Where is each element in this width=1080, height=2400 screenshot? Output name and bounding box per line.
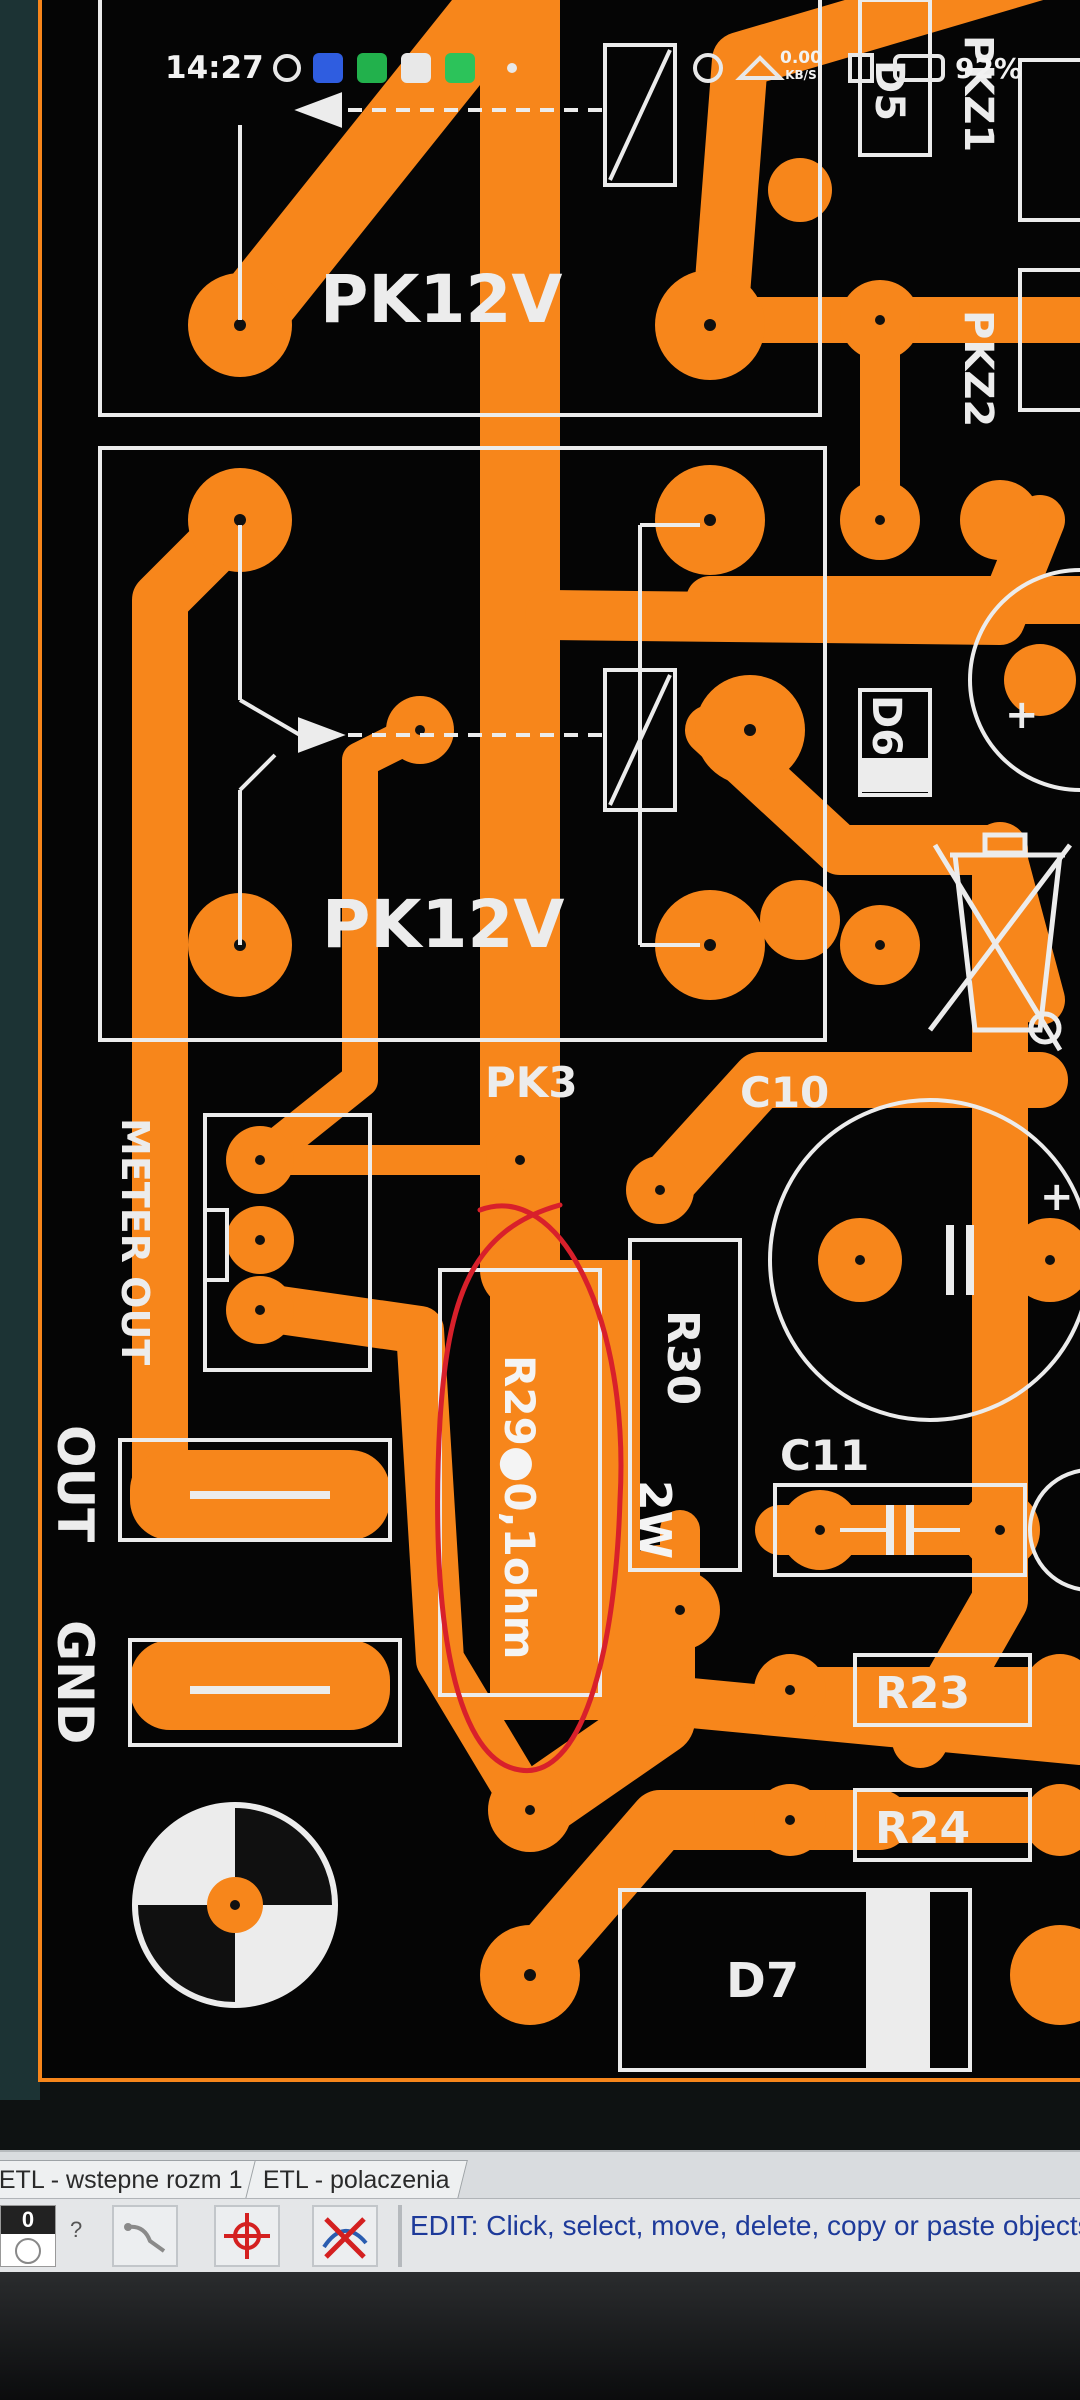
copper-pour-r29	[490, 1260, 640, 1720]
wire-tool-button[interactable]	[112, 2205, 178, 2267]
r29-label: R29●0,1ohm	[495, 1355, 544, 1659]
c11-label: C11	[780, 1431, 869, 1480]
d7-outline	[618, 1888, 972, 2072]
fiducial-mark	[132, 1802, 338, 2008]
d6-label: D6	[863, 695, 909, 756]
mute-icon	[735, 55, 785, 80]
bottom-toolbar: 0 ?	[0, 2198, 1080, 2273]
delete-connection-button[interactable]	[312, 2205, 378, 2267]
network-speed: 0.00 KB/S	[780, 50, 822, 84]
silkscreen	[98, 0, 1080, 2072]
edit-mode-hint: EDIT: Click, select, move, delete, copy …	[410, 2210, 1080, 2241]
weee-bin-logo	[928, 832, 1072, 1052]
trace-horizontal-mid	[525, 495, 1065, 645]
c10-label: C10	[740, 1068, 829, 1117]
r23-label: R23	[875, 1668, 970, 1719]
sheet-tab-bar: ETL - wstepne rozm 1 ETL - polaczenia	[0, 2150, 1080, 2200]
monitor-bottom-bezel	[0, 2272, 1080, 2400]
trace-meter-to-r29	[256, 1286, 554, 1834]
pad-gnd-connector	[130, 1640, 390, 1730]
notification-dot-icon	[507, 63, 517, 73]
layer-number: 0	[1, 2206, 55, 2234]
toolbar-divider	[398, 2205, 402, 2267]
r30-label: R30	[657, 1310, 708, 1405]
pad	[1008, 1218, 1080, 1302]
tab-label: ETL - polaczenia	[262, 2166, 450, 2194]
pad	[1010, 1925, 1080, 2025]
help-icon[interactable]: ?	[70, 2217, 83, 2242]
c10-outline	[768, 1098, 1080, 1422]
gnd-label: GND	[46, 1620, 104, 1744]
battery-icon	[893, 54, 945, 82]
crosshair-tool-icon	[224, 2213, 270, 2259]
plus-sign: +	[1005, 692, 1039, 738]
tab-etl-wstepne-rozm[interactable]: ETL - wstepne rozm 1	[0, 2160, 261, 2199]
alarm-icon	[693, 53, 723, 83]
relay-outline-bottom	[98, 446, 827, 1042]
wire-tool-icon	[124, 2223, 166, 2253]
relay-bottom-label: PK12V	[322, 886, 564, 963]
r23-outline	[853, 1653, 1032, 1727]
plus-sign: +	[1040, 1174, 1074, 1220]
layer-indicator[interactable]: 0	[0, 2205, 56, 2267]
trace-c10	[632, 1052, 1068, 1218]
network-speed-value: 0.00	[780, 48, 822, 68]
r24-outline	[853, 1788, 1032, 1862]
out-connector-outline	[118, 1438, 392, 1542]
d6-outline	[858, 688, 932, 797]
crosshair-tool-button[interactable]	[214, 2205, 280, 2267]
pad	[1024, 1784, 1080, 1856]
tab-label: ETL - wstepne rozm 1	[0, 2166, 243, 2194]
pkz2-outline	[1018, 268, 1080, 412]
gnd-connector-outline	[128, 1638, 402, 1747]
relay-outline-top	[98, 0, 822, 417]
pad	[1004, 644, 1076, 716]
pad	[960, 480, 1040, 560]
clock: 14:27	[165, 50, 264, 86]
battery-percent: 92%	[955, 52, 1023, 85]
r24-label: R24	[875, 1803, 970, 1854]
relay-top-label: PK12V	[320, 261, 562, 338]
d5-outline	[858, 0, 932, 157]
relay-coil-top	[603, 43, 677, 187]
signal-icon	[848, 53, 874, 83]
chat-app-icon	[357, 53, 387, 83]
out-label: OUT	[46, 1425, 104, 1542]
pkz1-label: PKZ1	[955, 35, 1001, 152]
status-icons-right	[693, 53, 945, 83]
copper-traces	[132, 0, 1080, 2000]
trace-top-right	[692, 0, 1044, 348]
network-speed-unit: KB/S	[785, 68, 817, 82]
capacitor-outline-right	[968, 568, 1080, 792]
red-annotation-ellipse	[435, 1202, 624, 1774]
hotspot-icon	[313, 53, 343, 83]
battery-app-icon	[445, 53, 475, 83]
pkz2-label: PKZ2	[955, 310, 1001, 427]
r30-outline	[628, 1238, 742, 1572]
sync-icon	[273, 54, 301, 82]
status-icons-left	[273, 53, 517, 83]
c11-outline	[773, 1483, 1027, 1577]
gallery-app-icon	[401, 53, 431, 83]
monitor-bezel-glare	[0, 0, 40, 2100]
r30-power-label: 2W	[629, 1480, 680, 1559]
delete-connection-icon	[322, 2217, 368, 2259]
layer-circle-icon	[15, 2238, 41, 2264]
meter-out-label: METER OUT	[113, 1118, 157, 1365]
tab-etl-polaczenia[interactable]: ETL - polaczenia	[245, 2160, 468, 2199]
status-bar: 14:27 0.00 KB/S 92%	[0, 40, 1080, 100]
pk3-label: PK3	[485, 1058, 578, 1107]
pad	[768, 158, 832, 222]
pkz1-outline	[1018, 58, 1080, 222]
d7-label: D7	[726, 1953, 799, 2009]
trace-r23-row	[635, 1675, 1080, 1765]
pad	[760, 880, 840, 960]
pad	[1024, 1654, 1080, 1726]
